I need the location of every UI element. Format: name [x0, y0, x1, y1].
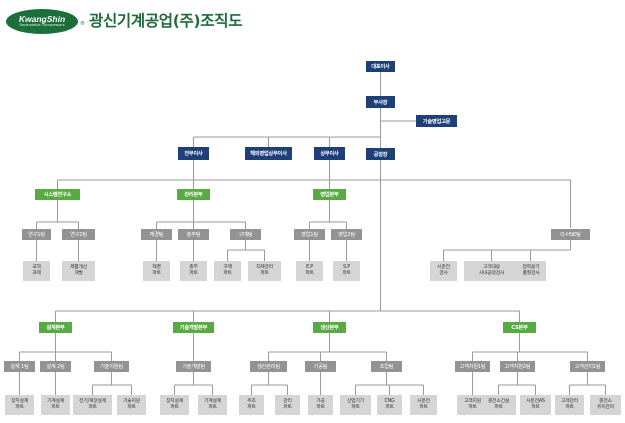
node-plant-head: 공장장	[366, 148, 395, 160]
node-md2: 상무이사	[314, 147, 345, 160]
node-cs-support2: 고객지원2팀	[500, 361, 535, 372]
node-qhse: Q-HSE팀	[551, 229, 590, 240]
part-as: 시운전AS 파트	[520, 395, 551, 415]
node-tech-advisor: 기술영업고문	[416, 115, 457, 127]
node-design1: 설계 1팀	[4, 361, 35, 372]
node-design-div: 설계본부	[39, 322, 72, 333]
part-cng: CNG 파트	[377, 395, 402, 415]
company-logo: KwangShin Dependable Compressors	[6, 9, 78, 34]
registered-mark: ®	[80, 21, 85, 27]
node-sales-div: 영업본부	[313, 189, 346, 200]
node-design2: 설계 2팀	[40, 361, 71, 372]
node-tech-dev-div: 기술개발본부	[173, 322, 214, 333]
node-prod-div: 생산본부	[313, 322, 346, 333]
node-admin-div: 관리본부	[177, 189, 210, 200]
node-prod-mgmt: 생산관리팀	[250, 361, 287, 372]
part-finance: 재경 파트	[143, 261, 170, 281]
node-purchase: 구매팀	[230, 229, 261, 240]
part-machining: 가공 파트	[308, 395, 333, 415]
node-cs-mgmt: 고객관리1팀	[570, 361, 605, 372]
part-material: 자재관리 파트	[248, 261, 281, 281]
node-assembly: 조립팀	[371, 361, 402, 372]
part-device-design2: 장치설계 파트	[160, 395, 189, 415]
part-industrial: 산업기기 파트	[340, 395, 371, 415]
page-title: 광신기계공업(주)조직도	[89, 12, 243, 30]
part-machine-design1: 기계설계 파트	[41, 395, 70, 415]
part-pressure: 압력용기 품질검사	[516, 261, 546, 281]
part-improve: 제품개선 개발	[62, 261, 95, 281]
node-research2: 연구2팀	[62, 229, 95, 240]
node-general: 총무팀	[178, 229, 209, 240]
node-ceo: 대표이사	[366, 61, 395, 72]
part-tech-support: 기술지원 파트	[117, 395, 146, 415]
node-overseas-md: 해외영업상무이사	[245, 147, 292, 160]
part-review: 국책 과제	[23, 261, 50, 281]
part-station: 충전소건설 파트	[481, 395, 516, 415]
part-purchase: 구매 파트	[214, 261, 241, 281]
part-general: 총무 파트	[180, 261, 207, 281]
part-cs-mgmt: 고객관리 파트	[555, 395, 584, 415]
part-machine-design2: 기계설계 파트	[198, 395, 227, 415]
node-machining: 가공팀	[305, 361, 336, 372]
logo-tagline: Dependable Compressors	[19, 23, 65, 27]
node-cs-support1: 고객지원1팀	[455, 361, 490, 372]
part-station-mgmt: 충전소 유지관리	[590, 395, 621, 415]
node-finance: 재경팀	[141, 229, 172, 240]
node-cs-div: CS본부	[503, 322, 536, 333]
node-md1: 전무이사	[178, 147, 209, 160]
part-elec: 전기/계장설계 파트	[73, 395, 112, 415]
part-casting: 주조 파트	[239, 395, 264, 415]
node-tech-dev: 기술개발팀	[176, 361, 211, 372]
node-sales2: 영업2팀	[331, 229, 362, 240]
node-vp: 부사장	[366, 96, 395, 108]
logo-text: KwangShin	[18, 14, 66, 24]
part-cs: 고객지원 파트	[457, 395, 488, 415]
node-sys-lab: 시스템연구소	[35, 189, 80, 200]
node-tech-support: 기술지원팀	[94, 361, 129, 372]
part-sp: S.P 파트	[333, 261, 360, 281]
part-customer: 고객대응 사내공정검사	[464, 261, 519, 281]
part-test: 시운전 검사	[430, 261, 457, 281]
part-test2: 시운전 파트	[410, 395, 437, 415]
part-device-design: 장치설계 파트	[5, 395, 34, 415]
part-management: 관리 파트	[275, 395, 300, 415]
part-ep: E.P 파트	[296, 261, 323, 281]
node-sales1: 영업1팀	[294, 229, 325, 240]
node-research1: 연구1팀	[22, 229, 51, 240]
